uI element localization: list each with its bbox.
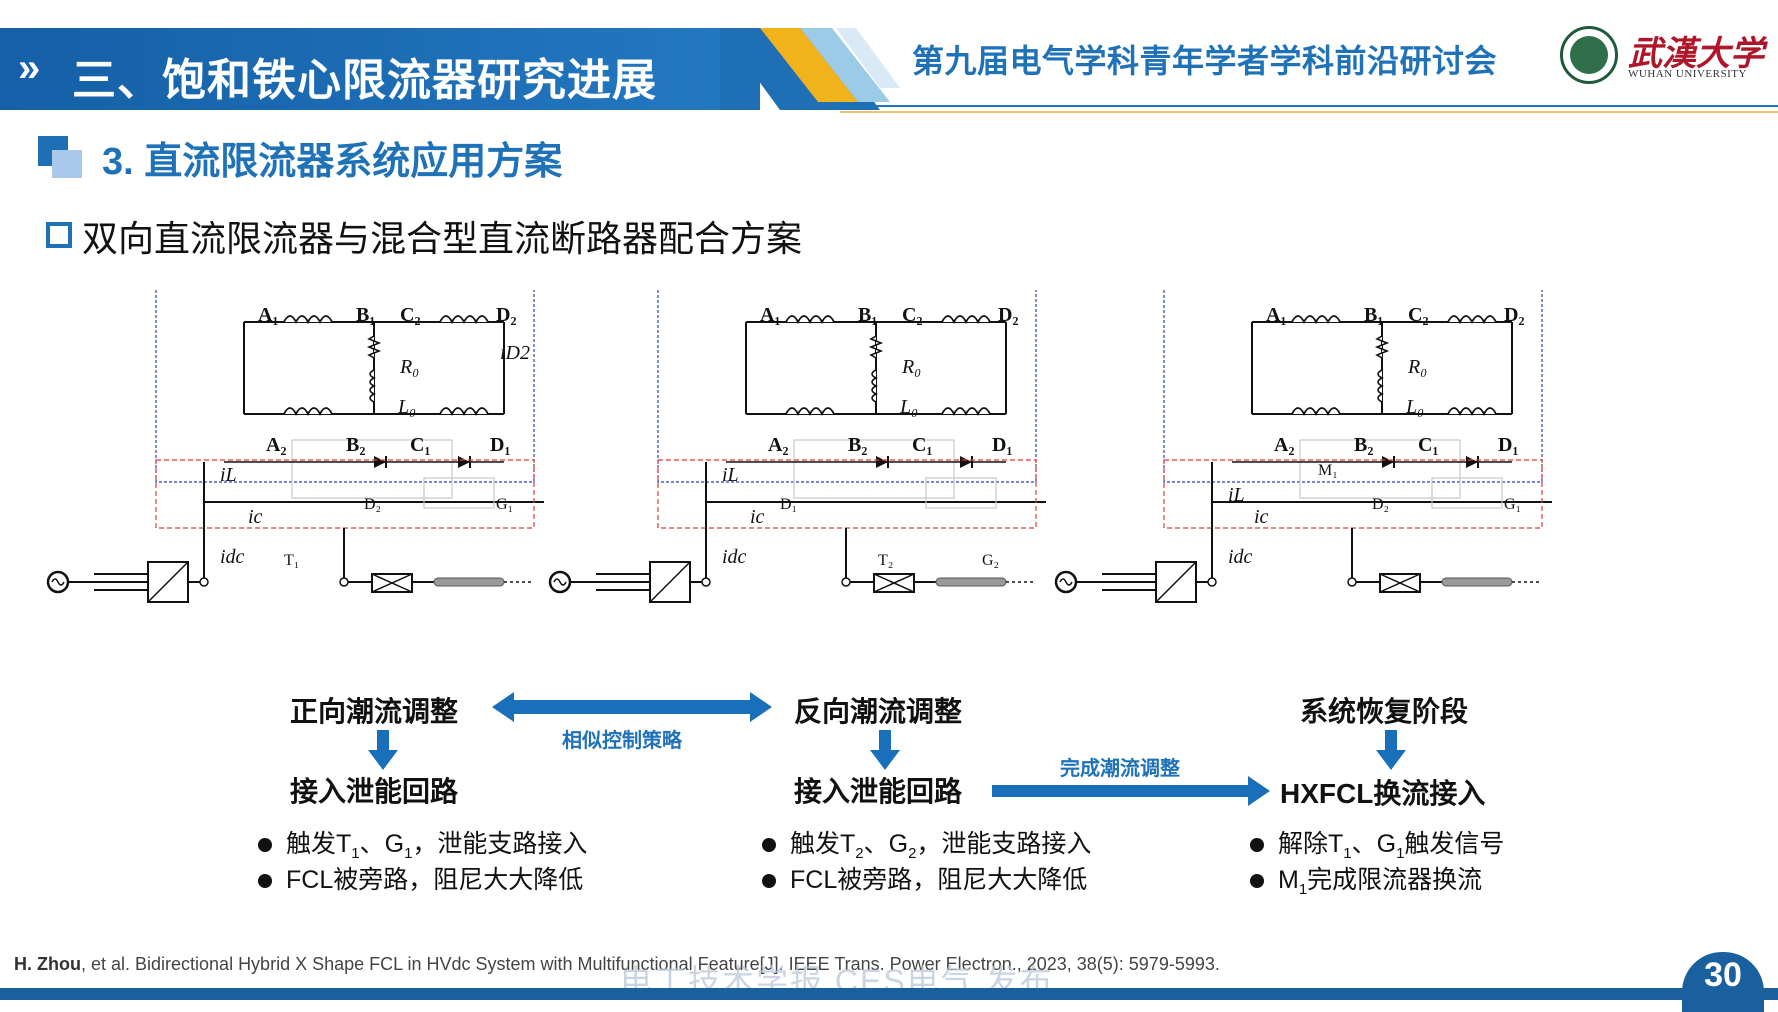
seal-emblem [1570,36,1608,74]
label2-A2: A₂ [768,434,789,456]
label-A1: A₁ [258,304,279,326]
stage2-top-label: 反向潮流调整 [794,696,963,727]
label2-D1: D₁ [992,434,1013,456]
label2-idc: idc [722,546,747,568]
label3-D2: D₂ [1504,304,1525,326]
bullet-dot-icon [258,874,272,889]
label3-ic: ic [1254,506,1269,528]
stage2-item1: 触发T2、G2，泄能支路接入 [762,824,1091,862]
down-arrow-icon [368,730,398,770]
label-iL: iL [220,464,237,486]
label-C2: C₂ [400,304,421,326]
stage3-top-label: 系统恢复阶段 [1300,696,1469,727]
bullet-dot-icon [258,838,272,853]
page-title: 三、饱和铁心限流器研究进展 [72,56,657,105]
label2-R0: R₀ [902,356,922,378]
stage1-top-label: 正向潮流调整 [290,696,459,727]
label2-T2: T₂ [878,552,894,569]
stage1-item2: FCL被旁路，阻尼大大降低 [258,860,583,896]
conference-title: 第九届电气学科青年学者学科前沿研讨会 [912,43,1498,79]
stage1-item1: 触发T1、G1，泄能支路接入 [258,824,587,862]
label3-C2: C₂ [1408,304,1429,326]
stage3-bottom-label: HXFCL换流接入 [1280,778,1486,809]
label2-A1: A₁ [760,304,781,326]
label-D1: D₁ [490,434,511,456]
similar-strategy-note: 相似控制策略 [562,730,682,752]
label2-D2: D₂ [998,304,1019,326]
label-R0: R₀ [400,356,420,378]
label2-L0: L₀ [900,396,919,418]
bidirectional-arrow-icon [492,692,772,722]
bullet-dot-icon [762,838,776,853]
bullet-dot-icon [1250,874,1264,889]
university-name-en: WUHAN UNIVERSITY [1628,68,1747,80]
citation: H. Zhou, et al. Bidirectional Hybrid X S… [14,954,1220,974]
label3-Dd2: D₂ [1372,496,1390,513]
page-number: 30 [1704,956,1742,994]
circuit-reverse [548,290,1048,604]
label3-A2: A₂ [1274,434,1295,456]
label3-C1: C₁ [1418,434,1439,456]
label2-B2: B₂ [848,434,868,456]
section-title: 3. 直流限流器系统应用方案 [102,141,563,183]
chevron-icon: » [18,46,40,90]
label3-B1: B₁ [1364,304,1384,326]
label2-G2: G₂ [982,552,1000,569]
label2-C1: C₁ [912,434,933,456]
stage3-item2: M1完成限流器换流 [1250,860,1482,898]
label-D2: D₂ [496,304,517,326]
label-L0: L₀ [398,396,417,418]
section-marker-shadow [52,150,82,178]
label3-G1: G₁ [1504,496,1522,513]
square-bullet-icon [46,222,72,248]
stage2-item2: FCL被旁路，阻尼大大降低 [762,860,1087,896]
label3-B2: B₂ [1354,434,1374,456]
label2-ic: ic [750,506,765,528]
label-iD2: iD2 [500,342,530,364]
label-Dd2: D₂ [364,496,382,513]
label2-C2: C₂ [902,304,923,326]
label-C1: C₁ [410,434,431,456]
label-T1: T₁ [284,552,300,569]
circuit-recovery [1054,290,1554,604]
label-A2: A₂ [266,434,287,456]
stage3-item1: 解除T1、G1触发信号 [1250,824,1504,862]
label3-L0: L₀ [1406,396,1425,418]
bullet-dot-icon [762,874,776,889]
down-arrow-icon [1376,730,1406,770]
down-arrow-icon [870,730,900,770]
label-G1: G₁ [496,496,514,513]
footer-bar [0,988,1778,1000]
label2-iL: iL [722,464,739,486]
stage2-bottom-label: 接入泄能回路 [794,776,963,807]
university-name-cn: 武漢大学 [1628,34,1764,74]
label3-D1: D₁ [1498,434,1519,456]
label3-M1: M₁ [1318,462,1338,479]
circuit-diagrams [46,290,1554,604]
stage1-bottom-label: 接入泄能回路 [290,776,459,807]
bullet-dot-icon [1250,838,1264,853]
label-B2: B₂ [346,434,366,456]
label-idc: idc [220,546,245,568]
label3-R0: R₀ [1408,356,1428,378]
right-arrow-icon [992,776,1270,806]
header-decoration [720,28,1778,113]
label2-B1: B₁ [858,304,878,326]
header-title-band [0,28,720,110]
label2-Dd1: D₁ [780,496,798,513]
section-subtitle: 双向直流限流器与混合型直流断路器配合方案 [82,218,803,259]
label3-iL: iL [1228,484,1245,506]
complete-adjustment-note: 完成潮流调整 [1060,758,1180,780]
label-ic: ic [248,506,263,528]
label-B1: B₁ [356,304,376,326]
label3-idc: idc [1228,546,1253,568]
label3-A1: A₁ [1266,304,1287,326]
